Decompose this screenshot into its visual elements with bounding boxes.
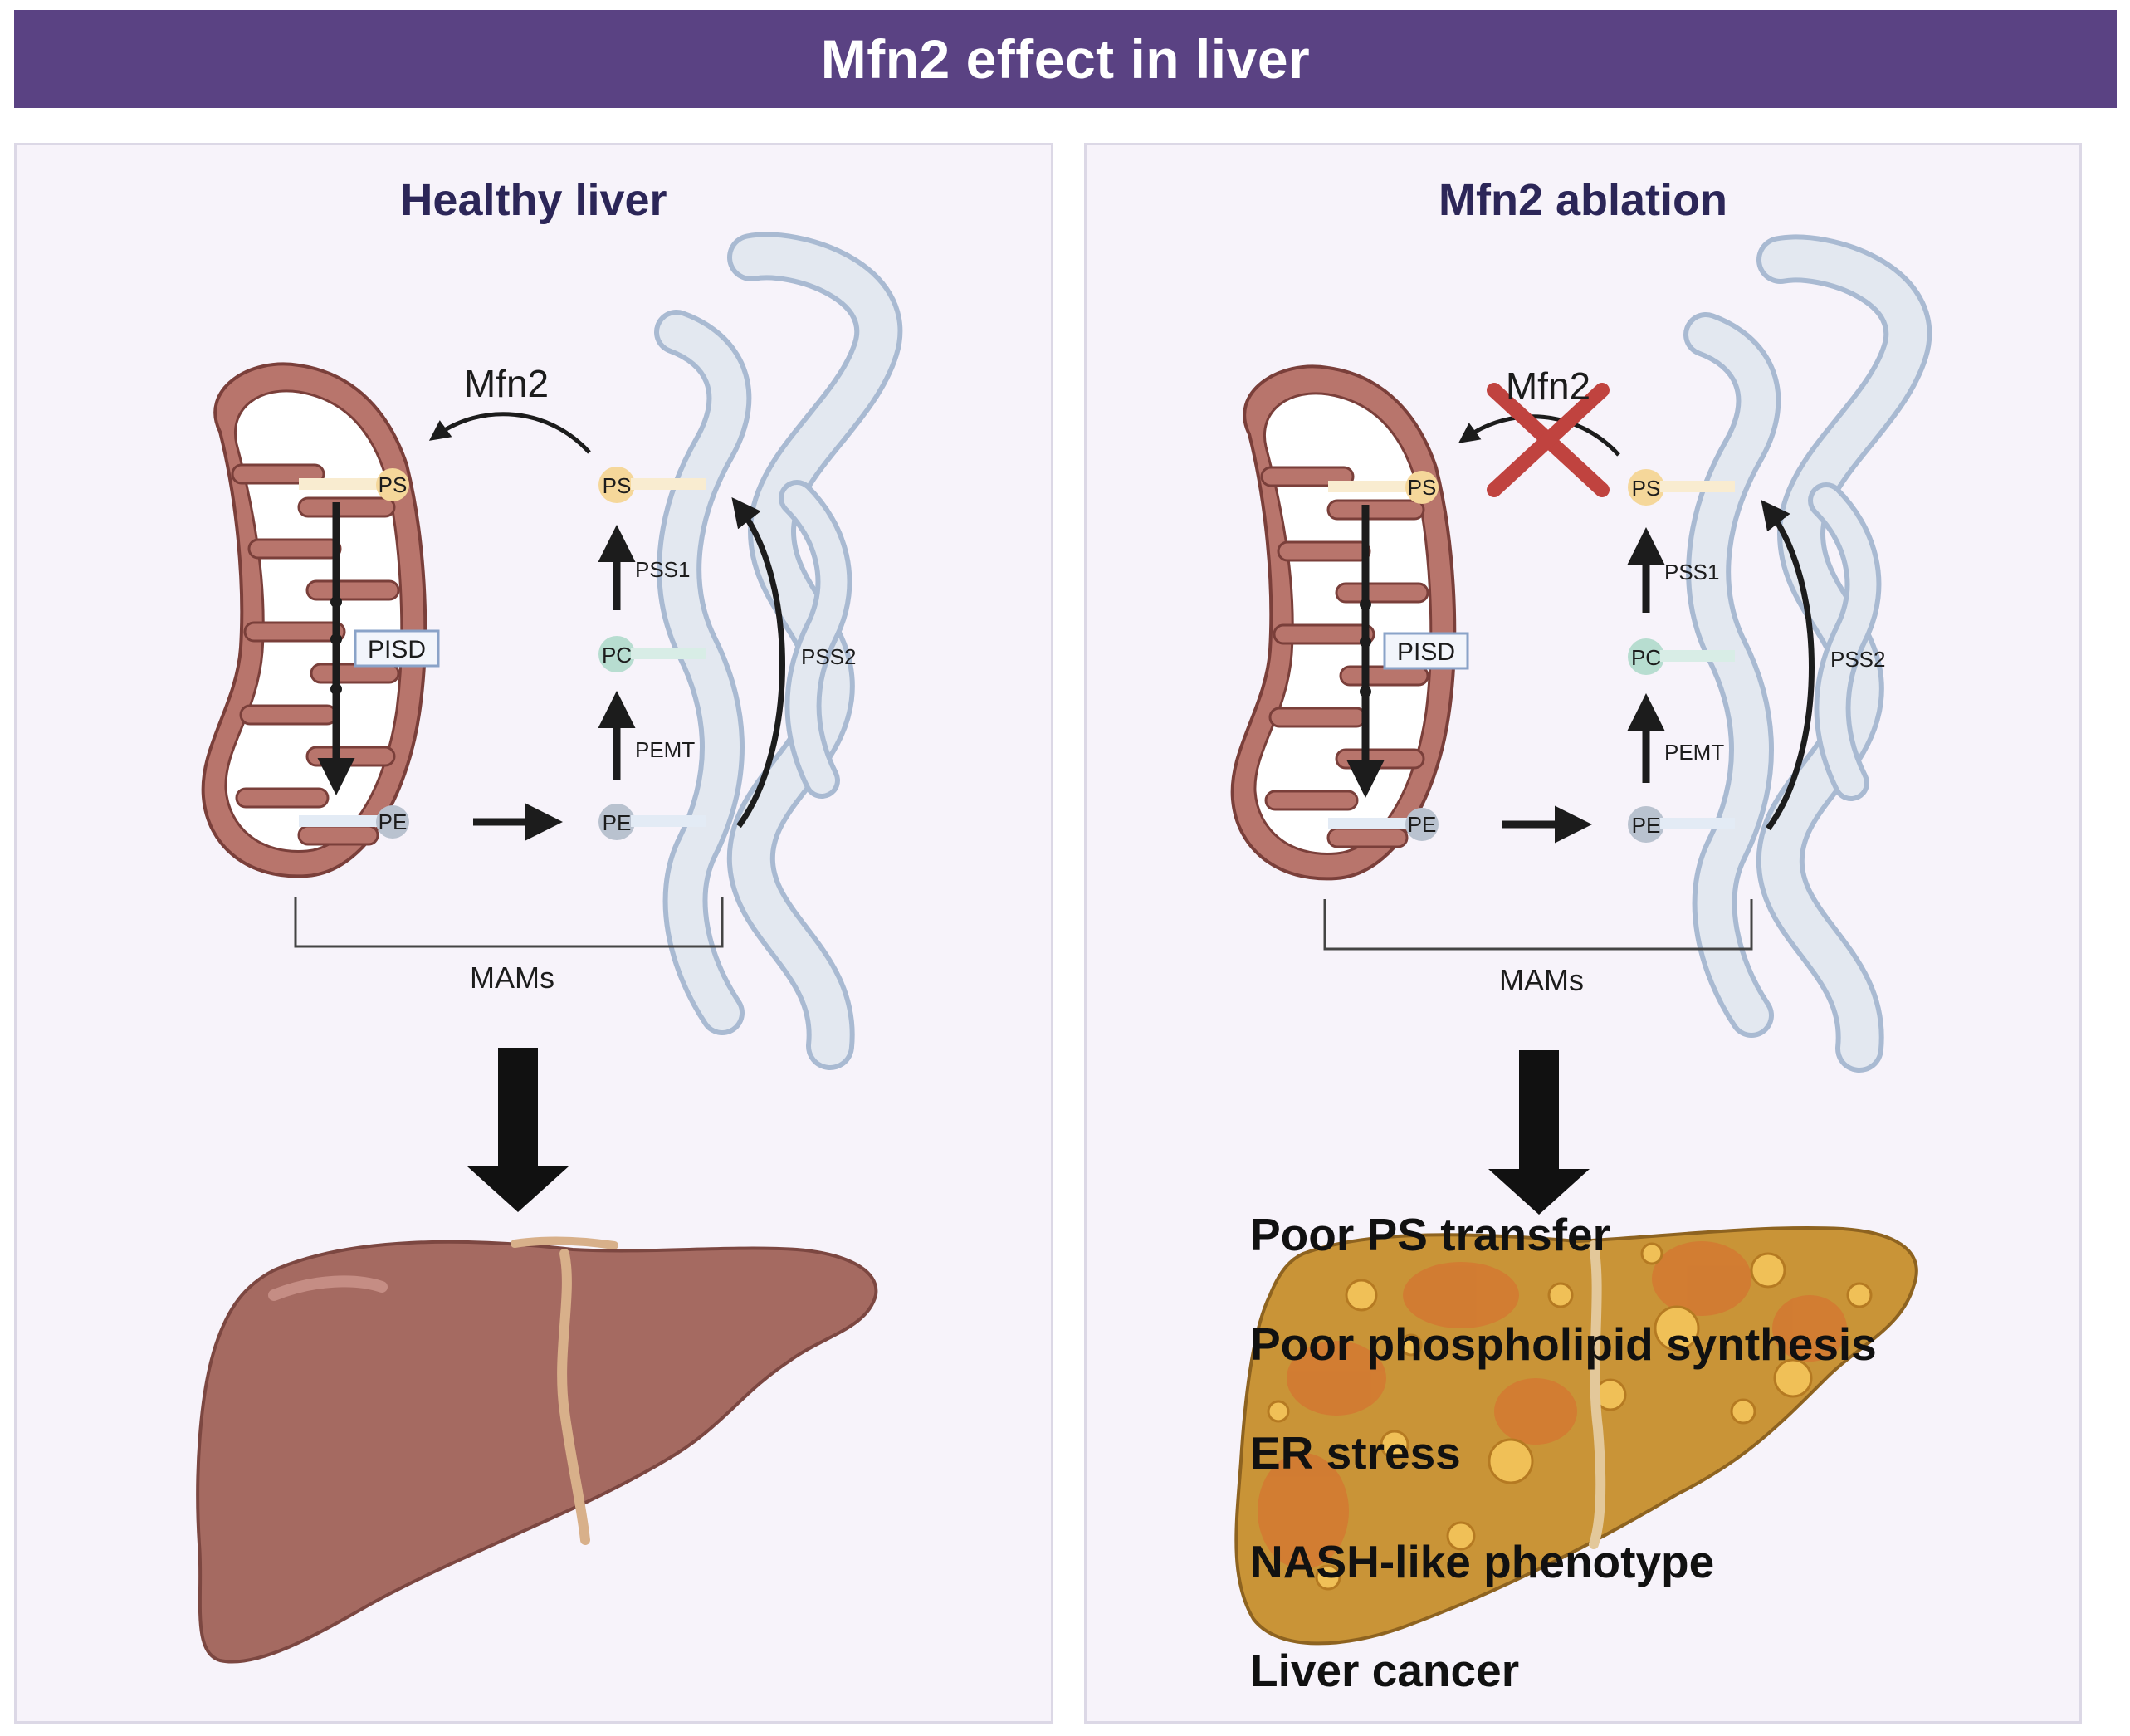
ps-er-dot	[598, 467, 635, 503]
pss1-label: PSS1	[635, 557, 691, 582]
outcome-item: NASH-like phenotype	[1250, 1536, 1715, 1587]
healthy-mitochondrion	[201, 362, 427, 878]
pss2-label: PSS2	[801, 644, 857, 669]
block-cross-icon	[1487, 383, 1610, 497]
ps-mito-label: PS	[379, 472, 408, 497]
pc-er-label: PC	[1631, 645, 1661, 670]
mams-bracket	[1323, 899, 1753, 951]
ablation-pathway	[1323, 414, 1815, 1215]
pc-er-label: PC	[602, 643, 632, 668]
pe-er-dot	[598, 804, 635, 840]
ablation-mitochondrion	[1230, 364, 1457, 881]
outcome-item: Poor PS transfer	[1250, 1209, 1611, 1260]
ps-er-label: PS	[603, 473, 632, 498]
outcome-item: Liver cancer	[1250, 1645, 1520, 1696]
pe-mito-label: PE	[1408, 812, 1437, 837]
mams-bracket	[294, 897, 724, 948]
pe-er-label: PE	[1632, 813, 1661, 838]
pemt-label: PEMT	[635, 737, 695, 762]
pisd-box	[1383, 632, 1469, 670]
pe-er-dot	[1628, 806, 1664, 843]
diseased-liver-illustration	[1234, 1226, 1918, 1646]
pisd-box	[354, 629, 440, 668]
ps-mito-dot	[376, 468, 409, 501]
outcome-item: Poor phospholipid synthesis	[1250, 1318, 1877, 1370]
pss1-label: PSS1	[1664, 560, 1720, 584]
ps-mito-label: PS	[1408, 475, 1437, 500]
outcome-item: ER stress	[1250, 1427, 1461, 1479]
down-arrow-ablation	[1488, 1050, 1590, 1215]
pe-mito-dot	[1405, 808, 1439, 841]
down-arrow-healthy	[467, 1048, 569, 1212]
pisd-label: PISD	[1397, 638, 1455, 666]
ps-er-label: PS	[1632, 476, 1661, 501]
mams-label: MAMs	[470, 961, 554, 995]
panel-title-healthy: Healthy liver	[400, 175, 667, 225]
pe-mito-label: PE	[379, 809, 408, 834]
page-title: Mfn2 effect in liver	[820, 28, 1311, 90]
title-banner: Mfn2 effect in liver	[14, 10, 2117, 108]
healthy-liver-illustration	[196, 1236, 878, 1664]
mfn2-label: Mfn2	[1506, 364, 1590, 408]
mams-label: MAMs	[1499, 963, 1584, 997]
healthy-pathway	[294, 412, 785, 1212]
pss2-label: PSS2	[1830, 647, 1886, 672]
ps-er-dot	[1628, 469, 1664, 506]
pemt-label: PEMT	[1664, 740, 1724, 765]
pc-er-dot	[598, 636, 635, 672]
pc-er-dot	[1628, 638, 1664, 675]
ps-mito-dot	[1405, 471, 1439, 504]
mfn2-label: Mfn2	[464, 362, 549, 405]
pe-mito-dot	[376, 805, 409, 839]
panel-title-ablation: Mfn2 ablation	[1439, 175, 1727, 225]
pisd-label: PISD	[368, 636, 426, 663]
pe-er-label: PE	[603, 810, 632, 835]
